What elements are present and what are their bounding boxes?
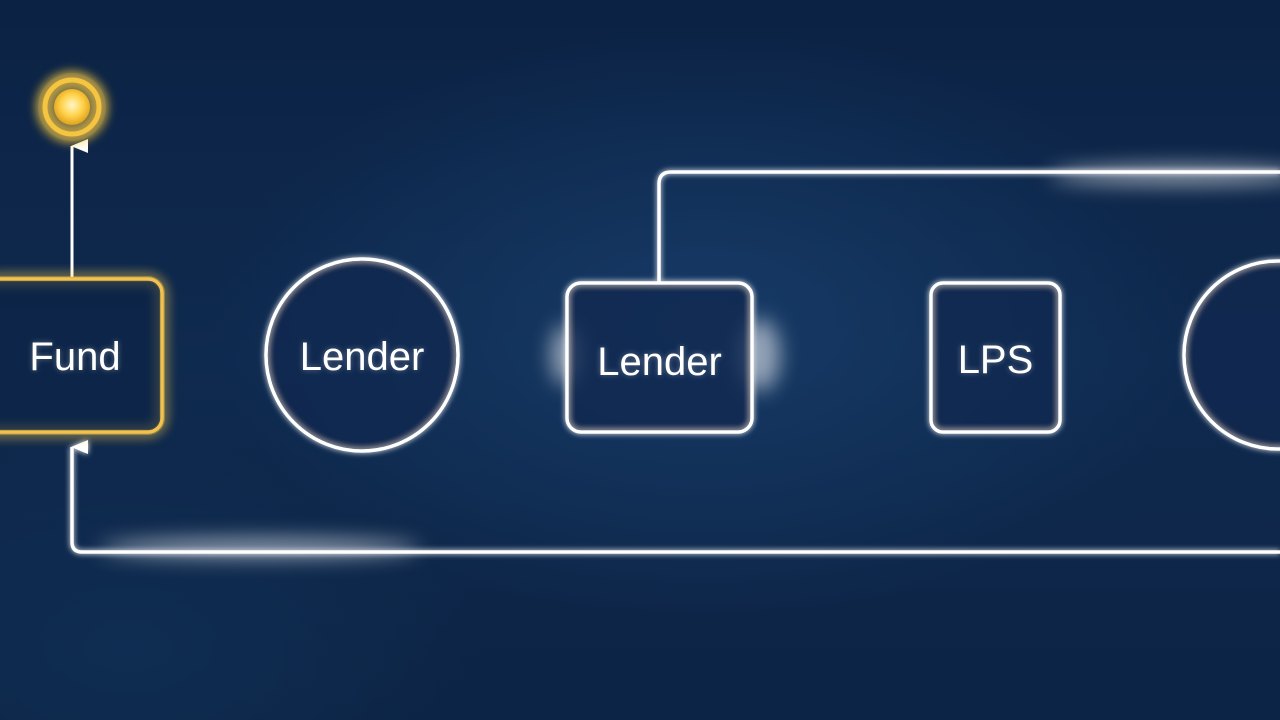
right-circle-node[interactable] — [1182, 259, 1280, 451]
indicator-bulb-icon — [38, 73, 106, 141]
lender-box-label: Lender — [597, 340, 722, 384]
edge-return-loop — [70, 440, 1280, 554]
lps-label: LPS — [957, 338, 1034, 382]
lps-node[interactable] — [929, 281, 1062, 434]
lender-circle-node[interactable] — [264, 257, 460, 453]
lender-circle-label: Lender — [299, 335, 425, 379]
lender-box-node[interactable] — [565, 281, 754, 434]
fund-label: Fund — [29, 335, 121, 379]
edge-lender-to-right — [657, 170, 1280, 282]
fund-node[interactable] — [0, 277, 164, 434]
